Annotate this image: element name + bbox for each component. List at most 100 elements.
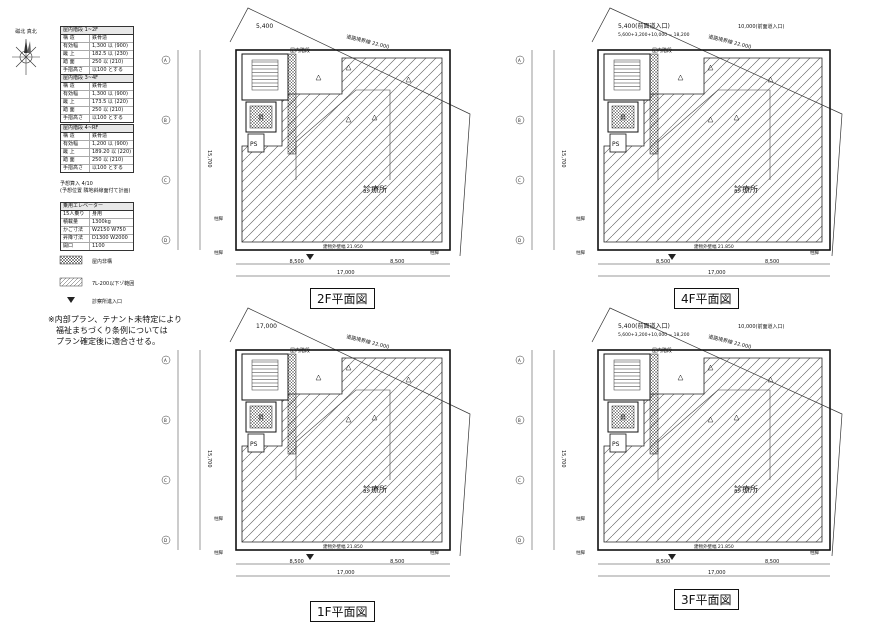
stair-core (241, 353, 289, 401)
bottom-dimension: 8,500 (290, 559, 304, 565)
corridor-crosshatch (649, 353, 659, 455)
bottom-total-dimension: 17,000 (337, 270, 355, 276)
entrance-triangle-icon (668, 254, 676, 260)
bottom-total-dimension: 17,000 (708, 570, 726, 576)
elevator-car (611, 105, 635, 129)
elevator-car (249, 105, 273, 129)
warning-triangle-icon (707, 416, 714, 423)
grid-mark-label: B (164, 418, 167, 423)
grid-mark-label: A (518, 358, 521, 363)
grid-mark-circle (515, 415, 525, 425)
stair-frame (613, 59, 641, 91)
grid-mark-label: B (164, 118, 167, 123)
grid-mark-circle (161, 355, 171, 365)
ps-shaft (609, 133, 627, 153)
stair-core (241, 53, 289, 101)
cell: 以100 とする (92, 165, 123, 171)
building-width-label: 建物外壁幅 21.850 (694, 243, 734, 250)
cell: 182.5 以 (230) (92, 51, 128, 57)
corridor-crosshatch (287, 53, 297, 155)
warning-triangle-icon (733, 414, 740, 421)
cell: 250 以 (210) (92, 107, 124, 113)
room-label-clinic: 診療所 (363, 484, 387, 494)
warning-triangle-icon (315, 74, 322, 81)
bottom-dimension: 8,500 (656, 559, 670, 565)
room-label-clinic: 診療所 (734, 184, 758, 194)
corner-label: 柱脚 (576, 549, 585, 556)
grid-mark-label: A (518, 58, 521, 63)
cell: 1,200 以 (900) (92, 141, 128, 147)
grid-mark-circle (161, 115, 171, 125)
remark-line: 福祉まちづくり条例については (56, 326, 168, 335)
grid-mark-label: D (164, 538, 167, 543)
entrance-triangle-icon (67, 297, 75, 303)
cell: 15人乗り (61, 211, 90, 218)
cell: 積載量 (61, 219, 90, 226)
top-dimension: 5,400(前面道入口) (618, 322, 670, 330)
road-boundary-label: 道路境界線 22.000 (346, 333, 390, 350)
grid-mark-label: C (164, 478, 167, 483)
corridor-crosshatch (287, 353, 297, 455)
bottom-dimension: 8,500 (290, 259, 304, 265)
cell: 蹴 上 (61, 51, 90, 58)
cell: 173.5 以 (220) (92, 99, 128, 105)
building-width-label: 建物外壁幅 21.950 (323, 243, 363, 250)
cell: 有効幅 (61, 43, 90, 50)
cell: 踏 面 (61, 59, 90, 66)
grid-mark-circle (515, 235, 525, 245)
side-dimension: 15,700 (206, 450, 212, 468)
cell: 昇降寸法 (61, 235, 90, 242)
cell: 構 造 (61, 133, 90, 140)
remark-note: ※内部プラン、テナント未特定により 福祉まちづくり条例については プラン確定後に… (48, 314, 182, 347)
stair-frame (251, 359, 279, 391)
cell: 鉄骨造 (92, 83, 108, 89)
symbol-legend (59, 255, 83, 303)
grid-mark-label: C (164, 178, 167, 183)
inner-boundary-line (657, 89, 771, 180)
warning-triangle-icon (767, 376, 774, 383)
top-dimension-sub: 5,600+3,200+10,000 = 18,200 (618, 32, 690, 38)
warning-triangle-icon (345, 416, 352, 423)
grid-mark-label: B (518, 418, 521, 423)
side-dimension: 15,700 (560, 150, 566, 168)
warning-triangle-icon (345, 116, 352, 123)
warning-triangle-icon (405, 76, 412, 83)
cell: 手摺高さ (61, 67, 90, 74)
cell: 手摺高さ (61, 115, 90, 122)
entrance-triangle-icon (306, 554, 314, 560)
bottom-total-dimension: 17,000 (708, 270, 726, 276)
warning-triangle-icon (345, 364, 352, 371)
plan-title-2f: 2F平面図 (310, 288, 375, 309)
setback-note-2: (予想位置 隣地斜線面付て計画) (60, 188, 131, 194)
warning-triangle-icon (707, 364, 714, 371)
cell: 1,300 以 (900) (92, 91, 128, 97)
warning-triangle-icon (707, 116, 714, 123)
stair-frame (251, 59, 279, 91)
grid-mark-label: C (518, 478, 521, 483)
cell: 構 造 (61, 35, 90, 42)
legend-crosshatch-label: 屋内非構 (92, 259, 113, 265)
room-label-clinic: 診療所 (734, 484, 758, 494)
ps-label: PS (612, 141, 620, 148)
road-boundary-label: 道路境界線 22.000 (708, 33, 752, 50)
cell: D1300 W2000 (92, 235, 128, 241)
cell: 250 以 (210) (92, 59, 124, 65)
grid-mark-circle (515, 535, 525, 545)
room-label-clinic: 診療所 (363, 184, 387, 194)
top-dimension: 5,400(前面道入口) (618, 22, 670, 30)
elevator-table-title: 乗用エレベーター (61, 203, 133, 211)
ps-shaft (247, 433, 265, 453)
warning-triangle-icon (767, 76, 774, 83)
grid-mark-label: D (518, 538, 521, 543)
ps-shaft (247, 133, 265, 153)
warning-triangle-icon (371, 114, 378, 121)
cell: W2150 W750 (92, 227, 126, 233)
top-dimension-sub: 5,600+3,200+10,000 = 18,200 (618, 332, 690, 338)
building-outline (235, 349, 451, 551)
grid-mark-circle (515, 175, 525, 185)
grid-mark-circle (161, 235, 171, 245)
corner-label: 柱脚 (576, 215, 585, 222)
